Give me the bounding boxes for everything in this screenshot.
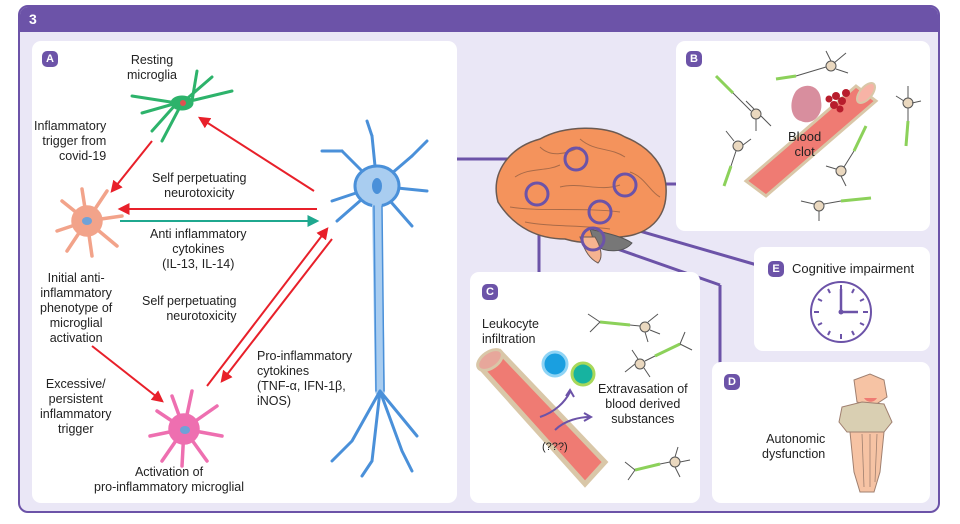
panel-b-illustration bbox=[714, 50, 922, 221]
neurons-icon bbox=[714, 50, 922, 221]
panel-b-blood-clot: B Blood clot bbox=[676, 41, 930, 231]
blood-vessel-icon bbox=[743, 82, 879, 198]
connector-d-a bbox=[605, 243, 721, 287]
arrow-neurotoxicity-bottom bbox=[206, 227, 329, 387]
unknown-mechanism-label: (???) bbox=[542, 441, 568, 453]
arrow-neuron-to-resting bbox=[197, 116, 315, 192]
panel-e-cognitive-impairment: E Cognitive impairment bbox=[754, 247, 930, 351]
self-perpetuating-bottom-label: Self perpetuating neurotoxicity bbox=[142, 294, 237, 323]
blood-clot-label: Blood clot bbox=[788, 129, 822, 159]
inflammatory-trigger-label: Inflammatory trigger from covid-19 bbox=[34, 119, 107, 163]
activation-label: Activation of pro-inflammatory microglia… bbox=[94, 465, 245, 494]
cognitive-impairment-label: Cognitive impairment bbox=[792, 261, 915, 276]
brainstem-icon bbox=[838, 373, 893, 493]
activated-microglia-cell bbox=[148, 389, 224, 468]
clot-cells-icon bbox=[825, 89, 850, 113]
brain-marker-d bbox=[580, 226, 606, 252]
autonomic-dysfunction-label: Autonomic dysfunction bbox=[762, 432, 826, 461]
arrow-excessive-trigger bbox=[91, 345, 164, 403]
neurons-icon bbox=[587, 313, 693, 481]
panel-c-illustration bbox=[476, 313, 693, 488]
neuron-cell bbox=[320, 119, 429, 478]
initial-microglia-cell bbox=[55, 187, 124, 258]
panel-e-badge: E bbox=[768, 261, 784, 277]
brain-connectors bbox=[456, 127, 758, 363]
self-perpetuating-top-label: Self perpetuating neurotoxicity bbox=[152, 171, 247, 200]
clock-icon bbox=[810, 281, 872, 343]
clot-icon bbox=[791, 85, 822, 123]
panel-c-badge: C bbox=[482, 284, 498, 300]
figure-header: 3 bbox=[20, 7, 938, 32]
brain-marker-a bbox=[563, 146, 589, 172]
arrow-pro-inflammatory bbox=[220, 238, 333, 383]
panel-a-neuroinflammation: A bbox=[32, 41, 457, 503]
panel-d-autonomic-dysfunction: D Autonomic dysfunction bbox=[712, 362, 930, 503]
panel-b-badge: B bbox=[686, 51, 702, 67]
brain-marker-c bbox=[524, 181, 550, 207]
brain-illustration bbox=[495, 127, 667, 264]
panel-a-illustration bbox=[55, 69, 429, 478]
panel-a-badge: A bbox=[42, 51, 58, 67]
excessive-trigger-label: Excessive/ persistent inflammatory trigg… bbox=[40, 377, 112, 436]
pro-inflammatory-cytokines-label: Pro-inflammatory cytokines (TNF-α, IFN-1… bbox=[257, 349, 353, 408]
leukocyte-teal-icon bbox=[570, 361, 596, 387]
resting-microglia-label: Resting microglia bbox=[127, 53, 178, 82]
blood-vessel-icon bbox=[476, 348, 609, 488]
extravasation-arrows-icon bbox=[539, 388, 594, 431]
leukocyte-blue-icon bbox=[541, 350, 569, 378]
figure-frame: 3 bbox=[18, 5, 940, 513]
figure-number: 3 bbox=[29, 11, 37, 27]
leukocyte-infiltration-label: Leukocyte infiltration bbox=[482, 317, 539, 346]
brain-marker-e bbox=[587, 199, 613, 225]
panel-d-badge: D bbox=[724, 374, 740, 390]
initial-phenotype-label: Initial anti- inflammatory phenotype of … bbox=[40, 271, 113, 345]
extravasation-label: Extravasation of blood derived substance… bbox=[598, 382, 688, 426]
resting-microglia-cell bbox=[130, 69, 234, 143]
arrow-trigger-to-initial bbox=[110, 140, 153, 193]
anti-inflammatory-cytokines-label: Anti inflammatory cytokines (IL-13, IL-1… bbox=[150, 227, 247, 271]
brain-marker-b bbox=[612, 172, 638, 198]
panel-c-leukocyte-infiltration: C Leukocyte infiltration Extravasation o… bbox=[470, 272, 700, 503]
